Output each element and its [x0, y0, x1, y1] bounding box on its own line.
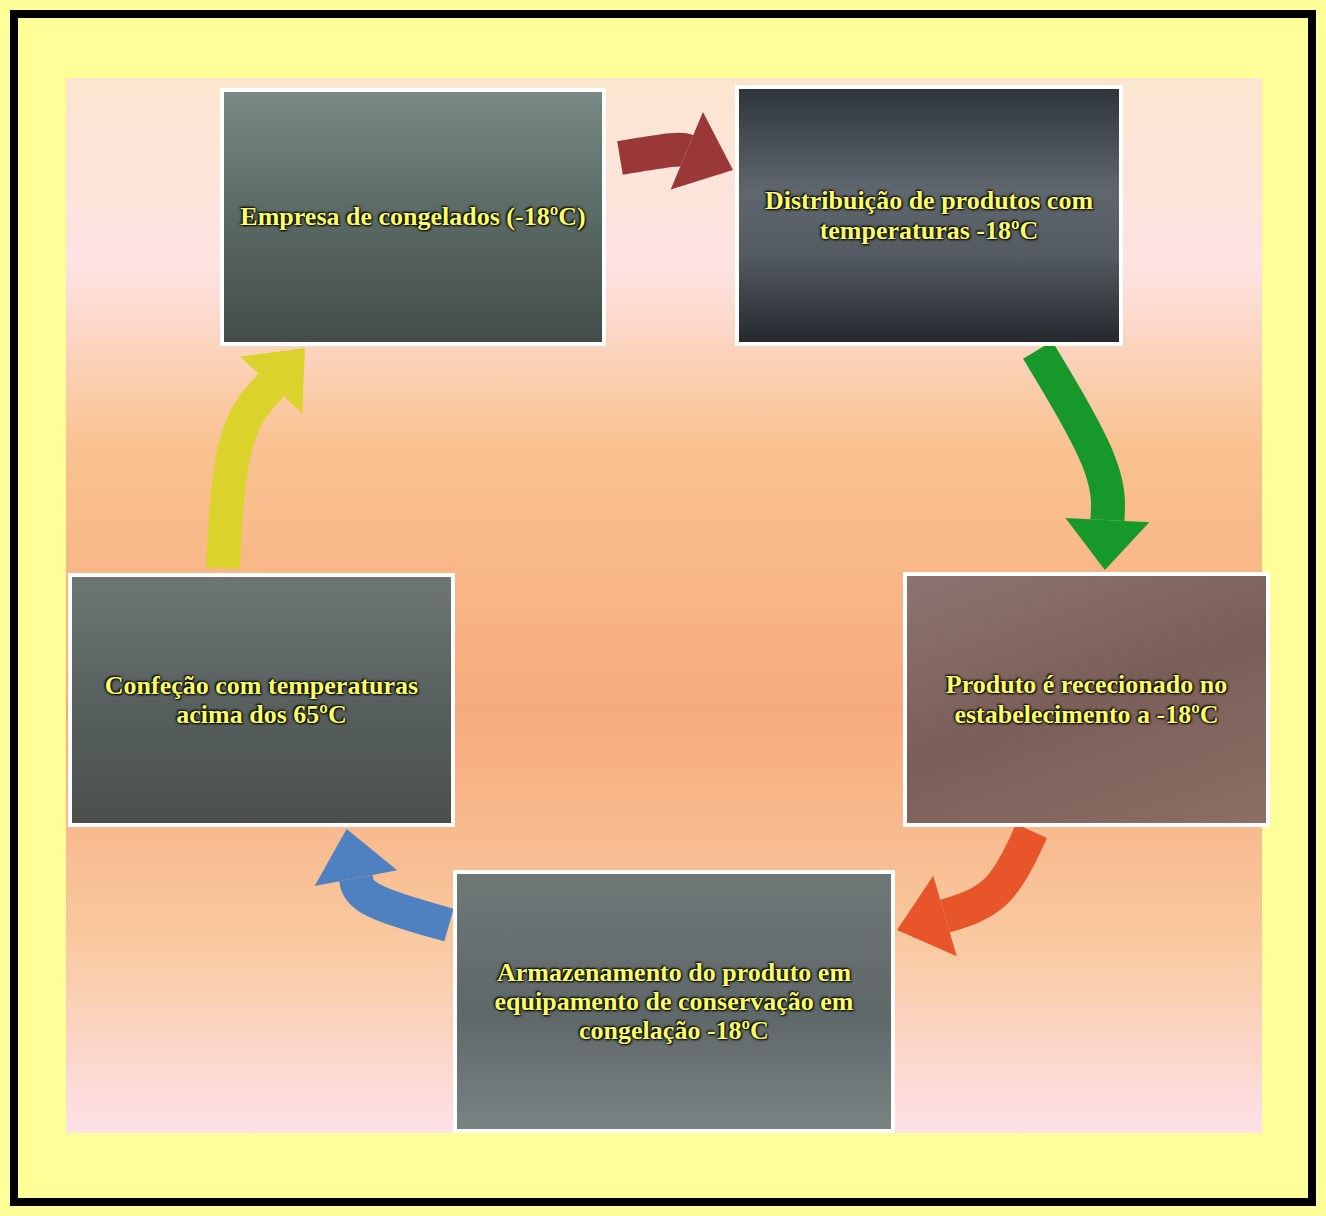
flow-arrow: [223, 348, 305, 568]
arrow-shaft: [223, 385, 271, 568]
step-label: Distribuição de produtos com temperatura…: [751, 186, 1107, 244]
arrow-shaft: [945, 831, 1031, 916]
step-label: Confeção com temperaturas acima dos 65ºC: [84, 671, 439, 729]
arrow-head: [1065, 518, 1149, 570]
outer-frame: [14, 14, 1312, 1202]
photo-box: Empresa de congelados (-18ºC): [220, 88, 606, 346]
arrow-shaft: [1038, 350, 1108, 520]
arrow-shaft: [356, 878, 449, 925]
arrow-head: [671, 112, 733, 190]
photo-box: Produto é rececionado no estabelecimento…: [903, 572, 1270, 827]
flow-arrow: [897, 831, 1031, 956]
flow-arrow: [1038, 350, 1150, 570]
arrow-head: [897, 876, 957, 957]
arrow-head: [240, 348, 305, 413]
arrow-shaft: [620, 150, 687, 158]
step-label: Produto é rececionado no estabelecimento…: [919, 670, 1254, 728]
flow-arrow: [315, 829, 449, 925]
arrow-head: [315, 829, 398, 886]
flow-arrow: [620, 112, 733, 190]
step-label: Empresa de congelados (-18ºC): [240, 202, 585, 231]
photo-box: Armazenamento do produto em equipamento …: [453, 870, 895, 1133]
photo-box: Confeção com temperaturas acima dos 65ºC: [68, 573, 455, 827]
step-label: Armazenamento do produto em equipamento …: [469, 958, 879, 1045]
photo-box: Distribuição de produtos com temperatura…: [735, 85, 1123, 346]
